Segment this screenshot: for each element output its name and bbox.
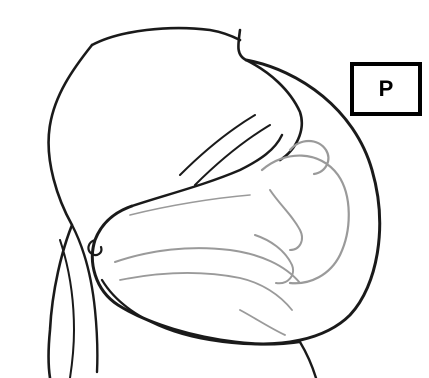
torso-outline-left (49, 45, 93, 378)
side-contour (300, 342, 316, 378)
left-line (60, 240, 74, 378)
figure-label-box: P (350, 62, 422, 116)
fetus-limb-lower (240, 310, 285, 335)
inner-diagonal-2 (195, 125, 270, 185)
fetus-leg (255, 235, 293, 283)
fetus-body-fold (120, 273, 292, 310)
figure-label: P (379, 78, 394, 100)
inner-membrane (130, 195, 250, 215)
fetus-body-lower (115, 248, 300, 283)
inner-contour-top (132, 135, 282, 206)
shoulder-line (92, 28, 240, 45)
fetus-arm (270, 190, 302, 250)
breast-outline (92, 60, 379, 344)
inner-diagonal-1 (180, 115, 255, 175)
